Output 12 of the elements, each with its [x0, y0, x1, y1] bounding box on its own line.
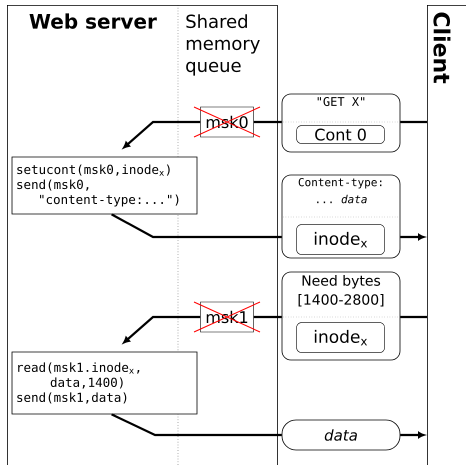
code-box: read(msk1.inode$_{x}$, data,1400) send(msk1,data) — [12, 352, 198, 414]
arrow — [123, 120, 200, 148]
payload-box: inode$_{x}$ — [296, 224, 385, 255]
arrow — [123, 316, 200, 344]
arrow — [400, 234, 425, 240]
code-box: setucont(msk0,inode$_{x}$) send(msk0, "content-type:...") — [12, 156, 198, 214]
client-lane: Client — [427, 5, 466, 465]
message-pill: data — [282, 420, 400, 450]
arrow — [400, 432, 425, 438]
column-heading: Shared memory queue — [186, 14, 260, 76]
payload-box: inode$_{x}$ — [296, 322, 385, 353]
payload-box: Cont 0 — [296, 125, 385, 144]
